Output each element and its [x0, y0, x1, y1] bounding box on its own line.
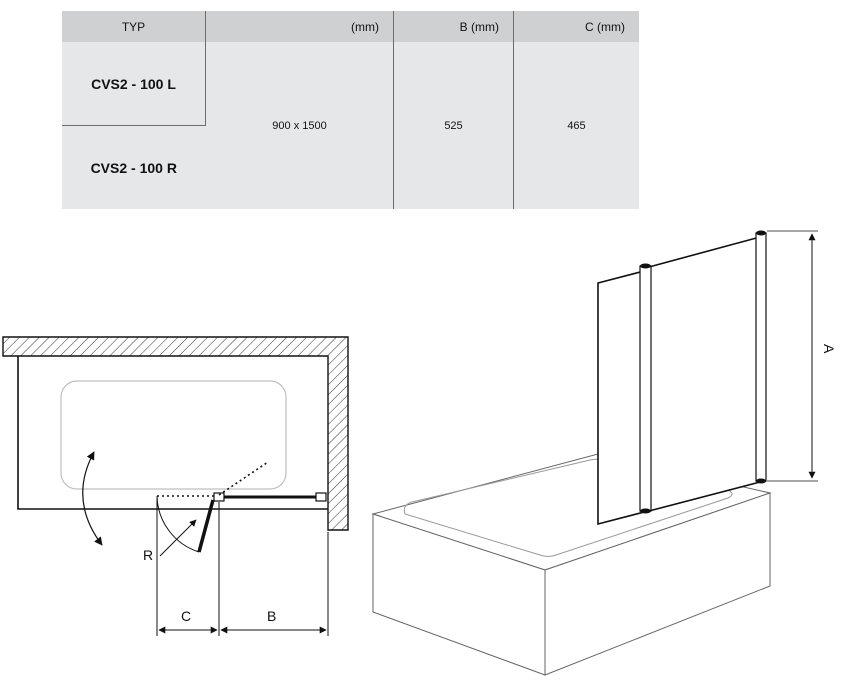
spec-table: TYP (mm) B (mm) C (mm) CVS2 - 100 L 900 … — [62, 11, 639, 209]
cell-c: 465 — [513, 42, 639, 209]
profile-cap-top — [756, 230, 766, 236]
swing-arc — [156, 495, 200, 553]
wall-profile — [315, 492, 327, 502]
model-right: CVS2 - 100 R — [62, 125, 206, 209]
bath-outline — [17, 356, 328, 510]
cell-size: 900 x 1500 — [205, 42, 394, 209]
model-left: CVS2 - 100 L — [62, 42, 206, 126]
rotation-arrow — [82, 451, 103, 546]
swing-panel-out — [197, 499, 215, 553]
glass-panel-fixed — [648, 235, 761, 513]
header-size: (mm) — [205, 11, 394, 42]
label-b: B — [267, 608, 276, 624]
label-a: A — [821, 344, 837, 354]
label-c: C — [181, 608, 191, 624]
bath-basin — [60, 380, 287, 490]
header-c: C (mm) — [513, 11, 639, 42]
plan-view: R C B — [2, 336, 349, 636]
hinge-cap-bottom — [640, 508, 651, 514]
hinge-profile — [639, 265, 652, 512]
wall-profile-3d — [755, 232, 767, 482]
radius-arrow — [159, 519, 197, 557]
cell-b: 525 — [393, 42, 514, 209]
hinge-cap-top — [640, 263, 651, 269]
wall-hatch — [2, 336, 349, 531]
header-b: B (mm) — [393, 11, 514, 42]
header-typ: TYP — [62, 11, 206, 42]
label-r: R — [143, 547, 153, 563]
perspective-view: A — [371, 230, 837, 676]
hinge — [213, 492, 225, 502]
bathtub-side — [544, 492, 771, 676]
swing-panel-open — [218, 461, 269, 496]
profile-cap-bottom — [756, 478, 766, 484]
